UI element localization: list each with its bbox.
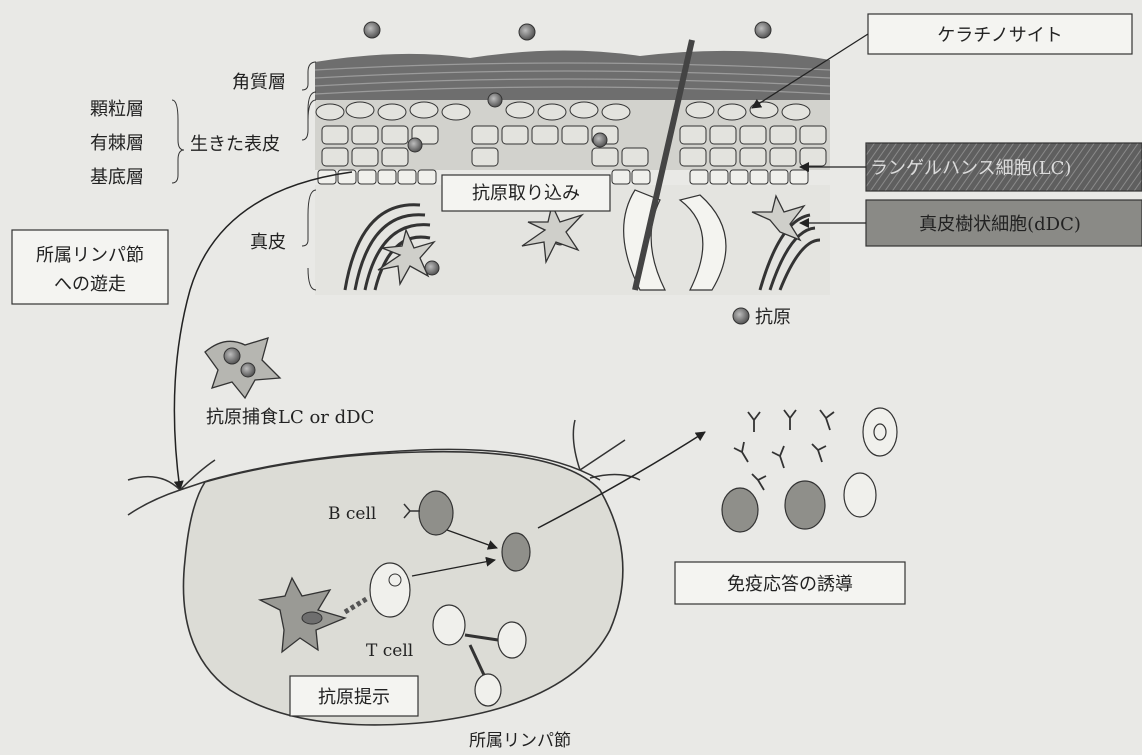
t-cell	[370, 563, 410, 617]
phagocytic-cell-label: 抗原捕食LC or dDC	[206, 407, 374, 428]
label-living-epidermis: 生きた表皮	[190, 134, 280, 155]
b-cell-label: B cell	[328, 504, 376, 524]
keratinocyte-label: ケラチノサイト	[937, 25, 1062, 46]
dermal-dc-label: 真皮樹状細胞(dDC)	[919, 214, 1081, 235]
antibodies	[734, 410, 834, 490]
activated-b-cell	[502, 533, 530, 571]
dermal-dc-callout: 真皮樹状細胞(dDC)	[800, 200, 1142, 246]
label-basal: 基底層	[90, 167, 144, 188]
label-granular: 顆粒層	[90, 99, 144, 120]
antigen-presentation-label: 抗原提示	[318, 687, 390, 708]
lymph-node-label: 所属リンパ節	[469, 731, 571, 751]
t-cell-2	[433, 605, 465, 645]
skin-section	[172, 22, 830, 295]
phagocytic-cell	[205, 338, 280, 398]
antigen-legend-icon	[733, 308, 749, 324]
apc-nucleus	[302, 612, 322, 624]
migration-callout: 所属リンパ節 への遊走	[12, 230, 168, 304]
stratum-corneum-layer	[315, 50, 830, 100]
antigen-uptake-callout: 抗原取り込み	[442, 175, 610, 211]
immune-response-label: 免疫応答の誘導	[727, 574, 853, 595]
label-stratum-corneum: 角質層	[232, 72, 286, 93]
plasma-cells	[722, 408, 897, 532]
t-cell-3	[498, 622, 526, 658]
migration-label-line2: への遊走	[54, 274, 126, 295]
antigen-legend-label: 抗原	[755, 307, 791, 328]
antigen-uptake-label: 抗原取り込み	[472, 183, 580, 204]
antigen-legend: 抗原	[733, 307, 791, 328]
lymph-node: B cell T cell 抗原提示	[128, 420, 640, 725]
label-dermis: 真皮	[250, 232, 286, 253]
t-cell-4	[475, 674, 501, 706]
langerhans-label: ランゲルハンス細胞(LC)	[870, 158, 1071, 179]
layer-brackets	[172, 62, 316, 290]
t-cell-label: T cell	[366, 641, 413, 661]
migration-label-line1: 所属リンパ節	[36, 245, 144, 266]
langerhans-callout: ランゲルハンス細胞(LC)	[800, 143, 1142, 191]
label-spinous: 有棘層	[90, 133, 144, 154]
b-cell	[419, 491, 453, 535]
